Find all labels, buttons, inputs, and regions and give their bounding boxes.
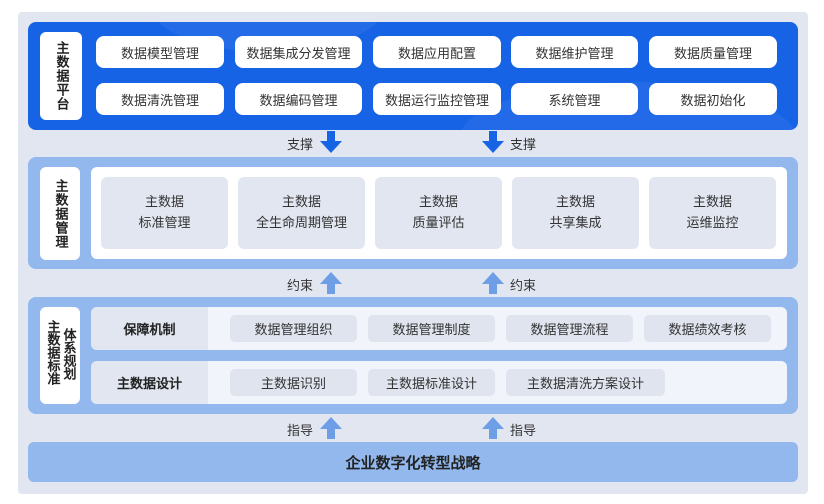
platform-item[interactable]: 系统管理 [511, 83, 638, 115]
card-line2: 质量评估 [412, 216, 465, 231]
support-label: 支撑 [510, 138, 537, 153]
platform-item[interactable]: 数据初始化 [649, 83, 777, 115]
standard-item[interactable]: 主数据标准设计 [368, 369, 495, 396]
platform-item[interactable]: 数据集成分发管理 [235, 36, 362, 68]
row-head: 保障机制 [91, 307, 208, 350]
constraint-label: 约束 [510, 279, 537, 294]
management-card[interactable]: 主数据 共享集成 [512, 177, 639, 249]
card-line1: 主数据 [555, 195, 595, 210]
platform-item[interactable]: 数据维护管理 [511, 36, 638, 68]
guide-label: 指导 [287, 424, 314, 439]
platform-item[interactable]: 数据清洗管理 [96, 83, 224, 115]
card-line1: 主数据 [692, 195, 732, 210]
platform-item[interactable]: 数据运行监控管理 [373, 83, 501, 115]
card-line2: 标准管理 [138, 216, 191, 231]
card-line1: 主数据 [418, 195, 458, 210]
support-label: 支撑 [287, 138, 314, 153]
standard-title-box [40, 307, 80, 404]
platform-item[interactable]: 数据质量管理 [649, 36, 777, 68]
standard-title-col1: 主数据标准 [44, 320, 60, 385]
card-line2: 共享集成 [549, 216, 602, 231]
card-line2: 全生命周期管理 [255, 216, 347, 231]
standard-title-col2: 体系规划 [60, 328, 76, 380]
standard-item[interactable]: 主数据清洗方案设计 [506, 369, 665, 396]
management-card[interactable]: 主数据 标准管理 [101, 177, 228, 249]
management-card[interactable]: 主数据 质量评估 [375, 177, 502, 249]
card-line1: 主数据 [281, 195, 321, 210]
strategy-band: 企业数字化转型战略 [28, 442, 798, 482]
platform-title: 主数据平台 [40, 32, 82, 120]
standard-item[interactable]: 数据管理制度 [368, 315, 495, 342]
standard-item[interactable]: 数据绩效考核 [644, 315, 771, 342]
up-arrow-icon [320, 272, 342, 294]
guide-label: 指导 [510, 424, 537, 439]
standard-item[interactable]: 数据管理流程 [506, 315, 633, 342]
platform-item[interactable]: 数据编码管理 [235, 83, 362, 115]
standard-item[interactable]: 主数据识别 [230, 369, 357, 396]
management-card[interactable]: 主数据 全生命周期管理 [238, 177, 365, 249]
platform-item[interactable]: 数据模型管理 [96, 36, 224, 68]
down-arrow-icon [320, 131, 342, 153]
management-title: 主数据管理 [40, 167, 80, 260]
card-line2: 运维监控 [686, 216, 739, 231]
up-arrow-icon [320, 417, 342, 439]
up-arrow-icon [482, 417, 504, 439]
row-head: 主数据设计 [91, 361, 208, 404]
constraint-label: 约束 [287, 279, 314, 294]
up-arrow-icon [482, 272, 504, 294]
standard-item[interactable]: 数据管理组织 [230, 315, 357, 342]
card-line1: 主数据 [144, 195, 184, 210]
management-card[interactable]: 主数据 运维监控 [649, 177, 776, 249]
platform-item[interactable]: 数据应用配置 [373, 36, 501, 68]
down-arrow-icon [482, 131, 504, 153]
